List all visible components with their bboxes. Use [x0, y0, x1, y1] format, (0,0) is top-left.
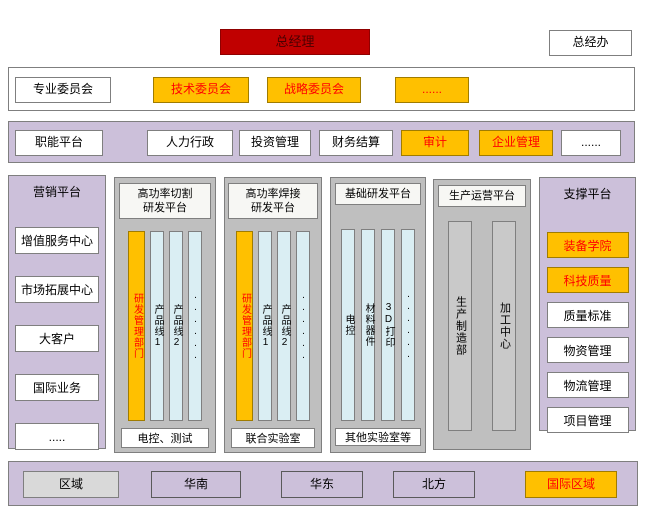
basic-rd-title-box: 基础研发平台: [335, 183, 421, 205]
market-expansion-center-box: 市场拓展中心: [15, 276, 99, 303]
marketing-platform-column: 营销平台 增值服务中心 市场拓展中心 大客户 国际业务 .....: [8, 175, 106, 450]
finance-box: 财务结算: [319, 130, 393, 156]
marketing-platform-title: 营销平台: [32, 185, 81, 199]
joint-lab-box: 联合实验室: [231, 428, 315, 448]
production-title-box: 生产运营平台: [438, 185, 526, 207]
production-column: 生产运营平台 生产制造部 加工中心: [433, 179, 531, 450]
product-line-ellipsis-strip: ......: [296, 231, 310, 421]
support-items: 装备学院 科技质量 质量标准 物资管理 物流管理 项目管理: [546, 232, 629, 433]
investment-box: 投资管理: [239, 130, 311, 156]
other-labs-box: 其他实验室等: [335, 428, 421, 446]
welding-rd-column: 高功率焊接 研发平台 研发管理部门 产品线1 产品线2 ...... 联合实验室: [224, 177, 322, 453]
basic-rd-column: 基础研发平台 电控 材料器件 3D打印 ...... 其他实验室等: [330, 177, 426, 453]
basic-ellipsis-strip: ......: [401, 229, 415, 421]
product-line-2-strip: 产品线2: [277, 231, 291, 421]
rd-management-strip: 研发管理部门: [128, 231, 145, 421]
production-strips: 生产制造部 加工中心: [448, 221, 516, 431]
functional-row-panel: 职能平台 人力行政 投资管理 财务结算 审计 企业管理 ......: [8, 121, 635, 163]
technical-committee-box: 技术委员会: [153, 77, 249, 103]
region-row-panel: 区域 华南 华东 北方 国际区域: [8, 461, 638, 506]
quality-standard-box: 质量标准: [546, 302, 629, 328]
cutting-lab-box: 电控、测试: [121, 428, 209, 448]
product-line-ellipsis-strip: ......: [188, 231, 202, 421]
cutting-strips: 研发管理部门 产品线1 产品线2 ......: [128, 231, 202, 421]
cutting-rd-title-box: 高功率切割 研发平台: [119, 183, 211, 219]
product-line-1-strip: 产品线1: [150, 231, 164, 421]
region-international-box: 国际区域: [525, 471, 617, 498]
key-account-box: 大客户: [15, 325, 99, 352]
functional-ellipsis-box: ......: [561, 130, 621, 156]
committee-ellipsis-box: ......: [395, 77, 469, 103]
rd-management-strip: 研发管理部门: [236, 231, 253, 421]
region-north-box: 北方: [393, 471, 475, 498]
electronic-control-strip: 电控: [341, 229, 355, 421]
basic-strips: 电控 材料器件 3D打印 ......: [341, 229, 415, 421]
machining-center-strip: 加工中心: [492, 221, 516, 431]
materials-devices-strip: 材料器件: [361, 229, 375, 421]
support-platform-column: 支撑平台 装备学院 科技质量 质量标准 物资管理 物流管理 项目管理: [539, 177, 636, 433]
product-line-1-strip: 产品线1: [258, 231, 272, 421]
value-added-center-box: 增值服务中心: [15, 227, 99, 254]
equipment-academy-box: 装备学院: [546, 232, 629, 258]
product-line-2-strip: 产品线2: [169, 231, 183, 421]
cutting-rd-column: 高功率切割 研发平台 研发管理部门 产品线1 产品线2 ...... 电控、测试: [114, 177, 216, 453]
welding-rd-title-box: 高功率焊接 研发平台: [228, 183, 318, 219]
committee-row-panel: 专业委员会 技术委员会 战略委员会 ......: [8, 67, 635, 111]
enterprise-mgmt-box: 企业管理: [479, 130, 553, 156]
general-manager-box: 总经理: [220, 29, 370, 55]
manufacturing-dept-strip: 生产制造部: [448, 221, 472, 431]
region-east-box: 华东: [281, 471, 363, 498]
tech-quality-box: 科技质量: [546, 267, 629, 293]
general-office-box: 总经办: [549, 30, 632, 56]
hr-admin-box: 人力行政: [147, 130, 233, 156]
region-south-box: 华南: [151, 471, 241, 498]
logistics-mgmt-box: 物流管理: [546, 372, 629, 398]
marketing-items: 增值服务中心 市场拓展中心 大客户 国际业务 .....: [15, 227, 99, 450]
support-platform-title: 支撑平台: [563, 187, 612, 201]
printing-3d-strip: 3D打印: [381, 229, 395, 421]
material-mgmt-box: 物资管理: [546, 337, 629, 363]
marketing-ellipsis-box: .....: [15, 423, 99, 450]
welding-strips: 研发管理部门 产品线1 产品线2 ......: [236, 231, 310, 421]
functional-platform-box: 职能平台: [15, 130, 103, 156]
region-label-box: 区域: [23, 471, 119, 498]
audit-box: 审计: [401, 130, 469, 156]
project-mgmt-box: 项目管理: [546, 407, 629, 433]
international-business-box: 国际业务: [15, 374, 99, 401]
professional-committee-box: 专业委员会: [15, 77, 111, 103]
strategy-committee-box: 战略委员会: [267, 77, 361, 103]
